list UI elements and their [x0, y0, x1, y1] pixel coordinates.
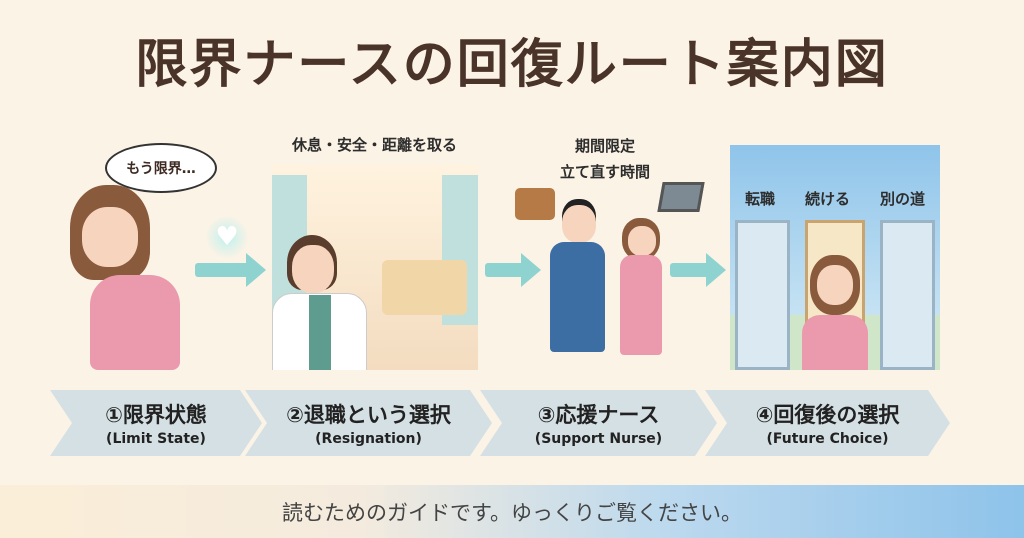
option-label: 続ける: [804, 190, 850, 208]
three-doors-illustration: [730, 145, 940, 370]
speech-bubble: もう限界…: [105, 143, 217, 193]
step-support-nurse: ③応援ナース (Support Nurse): [480, 390, 717, 456]
option-label: 転職: [744, 190, 775, 208]
scene2-caption: 休息・安全・距離を取る: [291, 136, 457, 154]
hospital-room-doctor-illustration: [272, 165, 478, 370]
suitcase-icon: [515, 188, 555, 220]
step-future-choice: ④回復後の選択 (Future Choice): [705, 390, 950, 456]
step-label: ②退職という選択: [286, 403, 451, 427]
running-nurses-illustration: [540, 200, 670, 365]
footer-banner: 読むためのガイドです。ゆっくりご覧ください。: [0, 485, 1024, 538]
option-label: 別の道: [879, 190, 925, 208]
scene3-caption: 期間限定 立て直す時間: [530, 133, 680, 185]
arrow-icon: [485, 253, 541, 287]
heart-icon: ♥: [205, 215, 249, 259]
step-sublabel: (Limit State): [106, 431, 206, 447]
scene3-caption-line1: 期間限定: [574, 137, 635, 155]
step-label: ③応援ナース: [537, 403, 660, 427]
step-sublabel: (Resignation): [315, 431, 422, 447]
arrow-icon: [195, 253, 266, 287]
step-limit-state: ①限界状態 (Limit State): [50, 390, 262, 456]
future-options: 転職 続ける 別の道: [730, 186, 940, 212]
page-title: 限界ナースの回復ルート案内図: [135, 35, 889, 95]
step-label: ①限界状態: [105, 403, 207, 427]
step-resignation: ②退職という選択 (Resignation): [245, 390, 492, 456]
step-label: ④回復後の選択: [755, 403, 900, 427]
scene3-caption-line2: 立て直す時間: [559, 163, 650, 181]
step-sublabel: (Future Choice): [766, 431, 889, 447]
arrow-icon: [670, 253, 726, 287]
step-sublabel: (Support Nurse): [534, 431, 663, 447]
exhausted-nurse-illustration: [55, 185, 190, 370]
